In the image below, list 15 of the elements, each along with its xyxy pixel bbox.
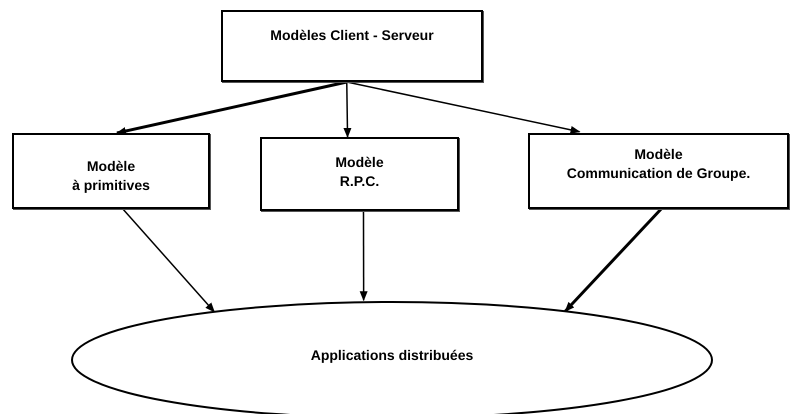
arrow	[116, 80, 348, 135]
node-label: Modèle R.P.C.	[334, 153, 385, 191]
node-label: Applications distribuées	[310, 346, 474, 365]
node-label: Modèle Communication de Groupe.	[566, 145, 752, 183]
arrow	[122, 208, 215, 313]
process-box	[260, 137, 459, 211]
node-label: Modèle à primitives	[71, 157, 151, 195]
arrow	[343, 82, 352, 138]
arrow	[564, 208, 662, 312]
arrow	[346, 81, 581, 134]
process-box	[221, 10, 483, 82]
arrow	[360, 211, 368, 302]
node-label: Modèles Client - Serveur	[269, 26, 435, 45]
process-box	[12, 133, 210, 209]
process-box	[528, 133, 789, 209]
